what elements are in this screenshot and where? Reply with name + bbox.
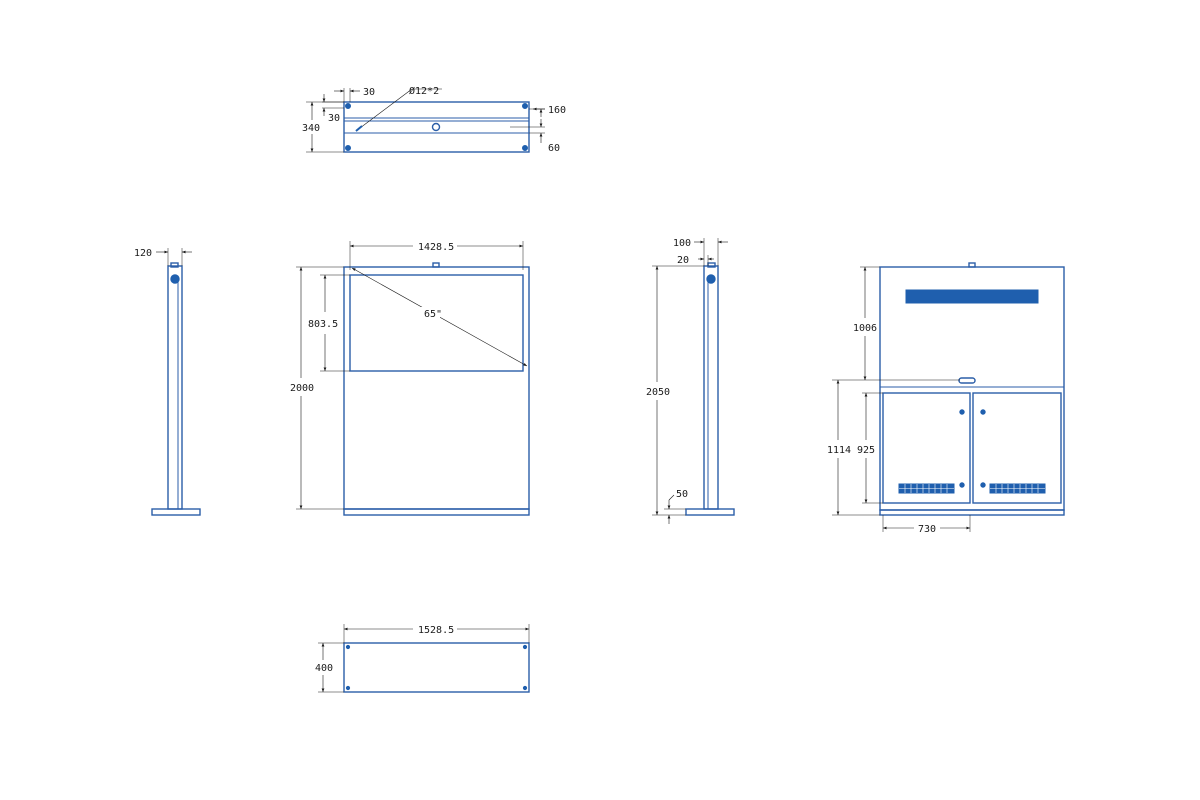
back-view: 1006 1114 925 730	[827, 262, 1065, 535]
left-side-top-cap	[170, 262, 179, 268]
dim-right-height: 2050	[646, 387, 670, 398]
front-body	[343, 266, 530, 510]
dim-right-depth: 100	[673, 238, 691, 249]
left-side-base	[151, 508, 201, 516]
back-handle	[958, 377, 976, 384]
vent-grille-left	[898, 483, 955, 494]
right-side-post	[703, 265, 719, 510]
front-screen	[349, 274, 524, 372]
right-side-hole	[706, 274, 716, 284]
dim-screen-height: 803.5	[308, 319, 338, 330]
door-lock	[959, 409, 965, 415]
dim-front-width: 1428.5	[418, 242, 454, 253]
dim-hole-spec: Ø12*2	[409, 85, 439, 97]
dim-base-width: 1528.5	[418, 625, 454, 636]
right-side-view: 100 20 2050 50	[646, 238, 735, 524]
dim-left-thickness: 120	[134, 248, 152, 259]
back-top-cap	[968, 262, 976, 268]
vent-grille-right	[989, 483, 1046, 494]
door-lock	[959, 482, 965, 488]
dim-back-door-height: 925	[857, 445, 875, 456]
dim-right-lower: 60	[548, 143, 560, 154]
right-side-top-cap	[707, 262, 716, 268]
back-door-left	[882, 392, 971, 504]
dim-hole-offset-y: 30	[328, 113, 340, 124]
dim-right-upper: 160	[548, 105, 566, 116]
left-side-post	[167, 265, 183, 510]
top-lifting-ring	[431, 122, 441, 132]
dim-top-depth: 340	[302, 123, 320, 134]
base-plate	[343, 642, 530, 693]
dim-screen-diagonal: 65"	[424, 309, 442, 320]
back-base	[879, 509, 1065, 516]
base-hole	[345, 685, 351, 691]
base-hole	[345, 644, 351, 650]
dim-back-upper-height: 1006	[853, 323, 877, 334]
dim-front-height: 2000	[290, 383, 314, 394]
top-view: 30 30 340 Ø12*2 160 60	[302, 85, 566, 154]
base-hole	[522, 644, 528, 650]
back-door-right	[972, 392, 1062, 504]
dim-right-wall: 20	[677, 255, 689, 266]
dim-back-door-width: 730	[918, 524, 936, 535]
door-lock	[980, 482, 986, 488]
dim-hole-offset-x: 30	[363, 87, 375, 98]
base-hole	[522, 685, 528, 691]
mount-hole	[522, 145, 528, 151]
dim-back-lower-height: 1114	[827, 445, 851, 456]
mount-hole	[345, 103, 351, 109]
right-side-base	[685, 508, 735, 516]
back-nameplate	[905, 289, 1039, 304]
door-lock	[980, 409, 986, 415]
dim-base-depth: 400	[315, 663, 333, 674]
mount-hole	[522, 103, 528, 109]
front-base	[343, 508, 530, 516]
top-view-outline	[343, 101, 530, 153]
front-top-cap	[432, 262, 440, 268]
mount-hole	[345, 145, 351, 151]
base-view: 1528.5 400	[315, 624, 530, 693]
left-side-view: 120	[134, 248, 201, 516]
front-view: 65" 1428.5 803.5 2000	[290, 241, 530, 516]
dim-right-base: 50	[676, 489, 688, 500]
left-side-hole	[170, 274, 180, 284]
